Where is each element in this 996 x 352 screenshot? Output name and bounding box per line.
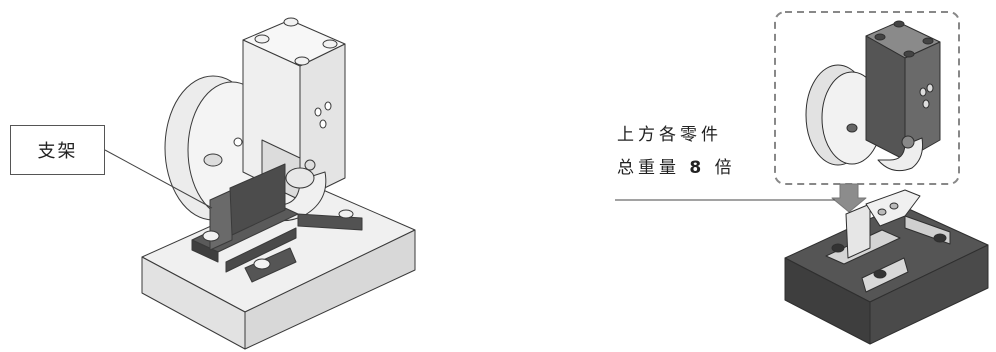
weight-note-suffix: 倍	[714, 158, 736, 178]
right-assembly	[615, 11, 989, 345]
left-upright-block	[233, 19, 346, 201]
down-arrow	[831, 183, 867, 213]
right-bracket	[825, 189, 951, 293]
left-assembly	[104, 17, 416, 350]
weight-note-line1: 上方各零件	[617, 125, 722, 145]
bracket-label-box: 支架	[10, 125, 105, 175]
right-upright-block	[865, 21, 941, 161]
left-bracket-bolts	[202, 209, 354, 270]
bracket-label: 支架	[37, 141, 78, 162]
left-top-bolts	[254, 17, 338, 66]
left-leader-line	[104, 149, 213, 209]
weight-note-number: 8	[689, 158, 706, 178]
right-top-bolts	[874, 20, 934, 58]
upper-parts-frame	[774, 11, 960, 185]
right-bracket-bolts	[831, 233, 947, 279]
weight-note-line2: 总重量 8 倍	[617, 153, 736, 178]
right-roller	[877, 135, 923, 172]
weight-note-prefix: 总重量	[617, 158, 680, 178]
left-bracket	[191, 163, 363, 283]
